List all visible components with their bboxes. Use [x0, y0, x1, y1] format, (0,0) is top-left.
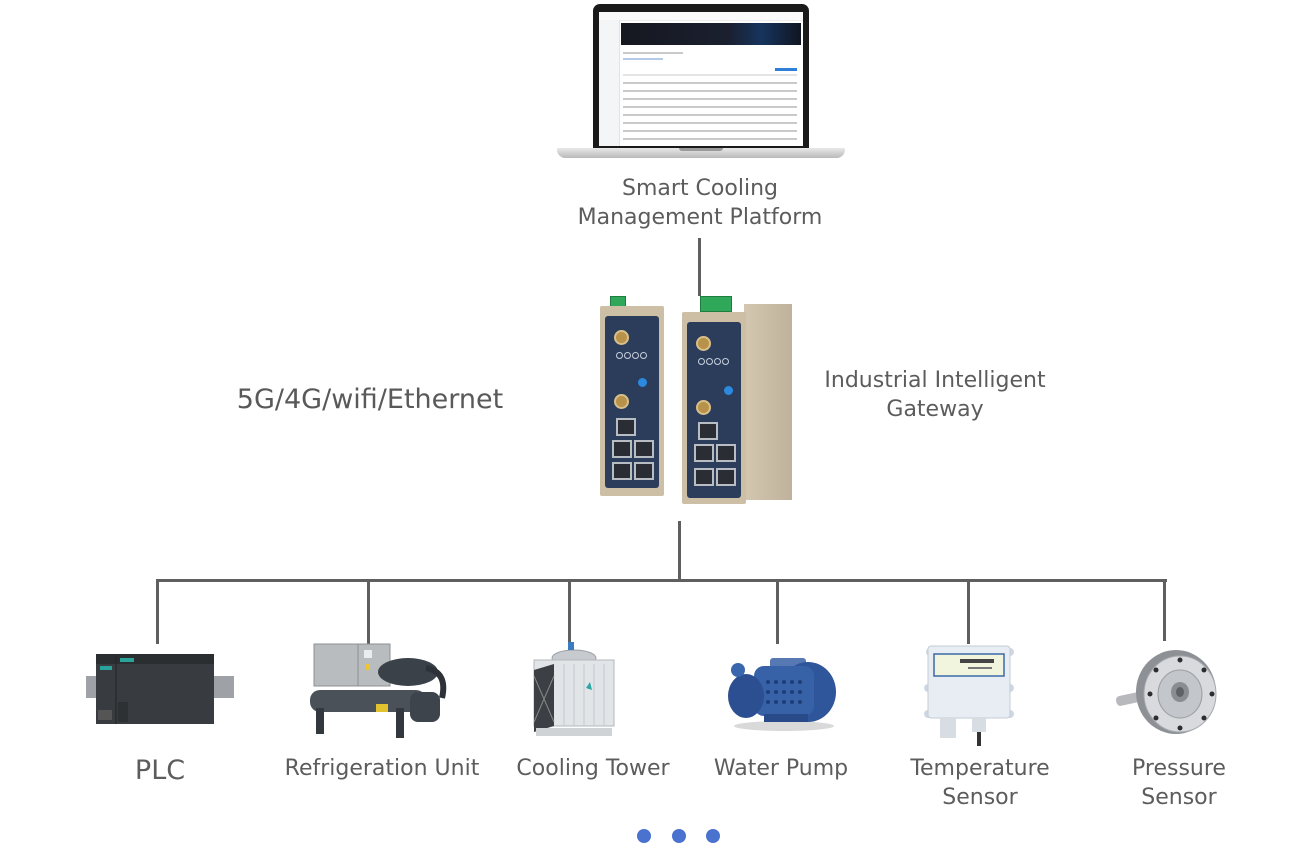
pressure-sensor-icon — [1115, 644, 1218, 740]
connector-drop-cooling-tower — [568, 579, 571, 644]
water-pump-icon — [724, 648, 838, 732]
temperature-sensor-icon — [922, 640, 1018, 748]
gateway-image — [598, 294, 793, 506]
device-label-cooling-tower: Cooling Tower — [516, 756, 670, 781]
connector-drop-water-pump — [776, 579, 779, 644]
device-label-water-pump: Water Pump — [713, 756, 849, 781]
cooling-tower-icon — [528, 642, 618, 740]
pagination-dot-3[interactable] — [706, 829, 720, 843]
connector-drop-pressure-sensor — [1163, 579, 1166, 641]
connector-drop-temperature-sensor — [967, 579, 970, 644]
pagination-dot-1[interactable] — [637, 829, 651, 843]
connectivity-label: 5G/4G/wifi/Ethernet — [236, 384, 504, 415]
gateway-label-line1: Industrial Intelligent — [824, 368, 1046, 393]
device-label-temperature-sensor: Temperature Sensor — [910, 756, 1050, 810]
connector-drop-refrigeration-unit — [367, 579, 370, 644]
platform-label: Smart Cooling Management Platform — [560, 174, 840, 232]
platform-laptop-image — [557, 4, 845, 164]
plc-icon — [86, 652, 234, 728]
device-label-refrigeration-unit: Refrigeration Unit — [284, 756, 480, 781]
refrigeration-unit-icon — [306, 642, 454, 740]
platform-label-line2: Management Platform — [577, 205, 823, 230]
gateway-label: Industrial Intelligent Gateway — [790, 366, 1080, 424]
gateway-label-line2: Gateway — [886, 397, 984, 422]
connector-gateway-bus — [678, 521, 681, 582]
connector-bus — [156, 579, 1167, 582]
device-label-pressure-sensor: Pressure Sensor — [1132, 756, 1226, 810]
laptop-base — [557, 148, 845, 158]
pagination-dot-2[interactable] — [672, 829, 686, 843]
connector-platform-gateway — [698, 238, 701, 296]
laptop-screen-dashboard — [599, 12, 803, 146]
platform-label-line1: Smart Cooling — [622, 176, 778, 201]
connector-drop-plc — [156, 579, 159, 644]
device-label-plc: PLC — [134, 755, 186, 786]
